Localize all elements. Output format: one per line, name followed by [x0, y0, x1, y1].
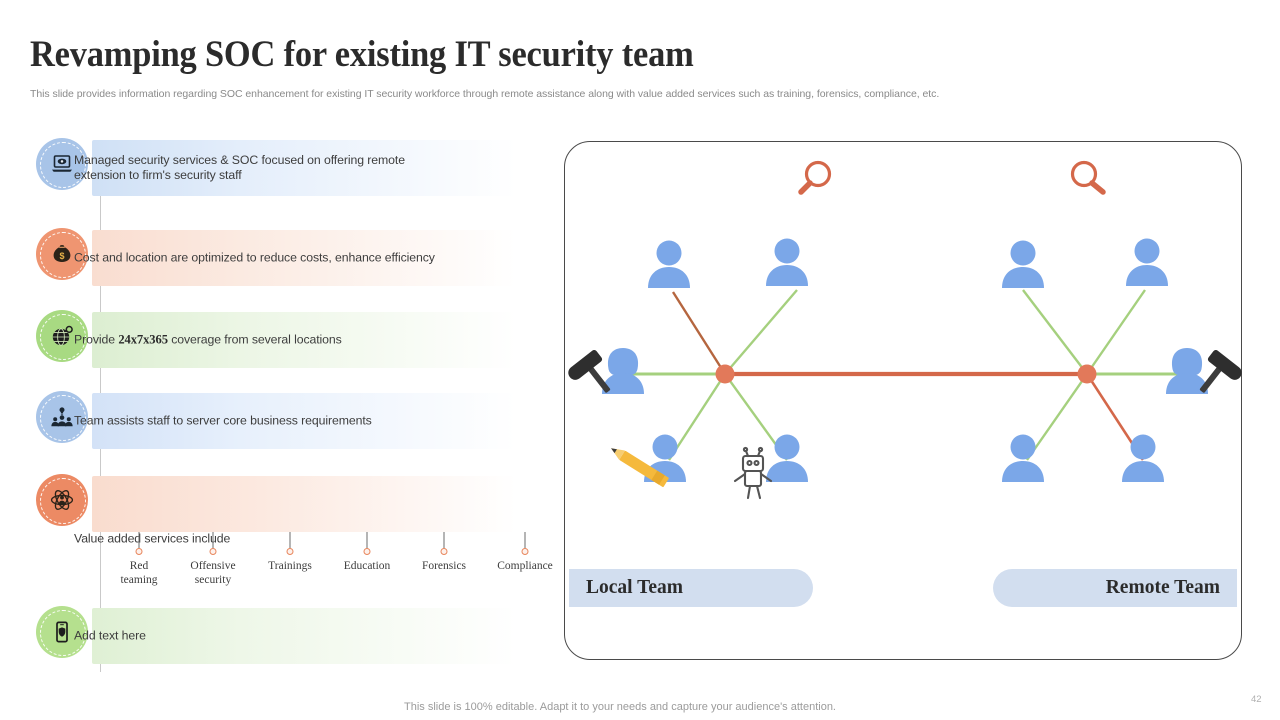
remote-team-label: Remote Team [1105, 577, 1220, 598]
list-item-band [92, 393, 516, 449]
hammer-icon [568, 350, 611, 393]
list-item-text: Value added services include [74, 531, 231, 546]
list-item-band [92, 312, 516, 368]
marker-dot [286, 548, 294, 555]
list-item-text: Cost and location are optimized to reduc… [74, 250, 435, 265]
network-diagram [568, 160, 1242, 500]
service-label: Trainings [268, 560, 312, 572]
magnifier-handle [798, 180, 813, 195]
page-number: 42 [1251, 694, 1262, 705]
marker-stem [138, 532, 140, 549]
team-diagram-panel: Local Team Remote Team [564, 141, 1242, 660]
marker-dot [440, 548, 448, 555]
list-item-text: Managed security services & SOC focused … [74, 153, 405, 182]
magnifier-handle [1089, 180, 1106, 195]
link-green [1026, 373, 1088, 461]
remote-person-bottom-left [1002, 434, 1044, 482]
remote-person-top-right [1070, 160, 1168, 286]
list-item-band [92, 608, 516, 664]
atom-person-icon [36, 474, 88, 526]
footer-note: This slide is 100% editable. Adapt it to… [404, 701, 836, 713]
service-label: Red teaming [120, 560, 158, 586]
local-person-top-right [766, 160, 832, 286]
list-item-text: Team assists staff to server core busine… [74, 413, 372, 428]
local-team-label: Local Team [586, 577, 683, 598]
list-item-text: Add text here [74, 628, 146, 643]
marker-stem [212, 532, 214, 549]
feature-list: Managed security services & SOC focused … [36, 138, 553, 672]
value-added-services-list: Red teaming Offensive security [92, 532, 553, 602]
link-green [1086, 289, 1146, 375]
local-hub-node [715, 364, 735, 384]
local-person-left-hammer [568, 348, 644, 394]
money-bag-icon: $ [36, 228, 88, 280]
team-idea-icon [36, 391, 88, 443]
service-label: Forensics [421, 560, 467, 572]
marker-dot [209, 548, 217, 555]
marker-stem [289, 532, 291, 549]
remote-team-banner: Remote Team [993, 569, 1237, 607]
list-item-band [92, 230, 516, 286]
remote-person-top-left [1002, 240, 1044, 288]
list-item-text: Provide 24x7x365 coverage from several l… [74, 332, 342, 347]
mobile-shield-icon [36, 606, 88, 658]
marker-stem [366, 532, 368, 549]
service-label: Education [343, 560, 391, 572]
local-team-banner: Local Team [569, 569, 813, 607]
marker-dot [135, 548, 143, 555]
page-subtitle: This slide provides information regardin… [30, 88, 940, 100]
globe-icon [36, 310, 88, 362]
remote-person-right-hammer [1166, 348, 1242, 394]
magnifier-icon [1070, 160, 1098, 188]
laptop-eye-icon [36, 138, 88, 190]
remote-person-bottom-right [1122, 434, 1164, 482]
service-label: Offensive security [190, 560, 236, 586]
pencil-icon [611, 448, 669, 488]
local-person-bottom-left [611, 434, 686, 488]
local-person-top-left [648, 240, 690, 288]
page-title: Revamping SOC for existing IT security t… [30, 34, 694, 75]
local-person-bottom-right [733, 434, 808, 500]
link-green [667, 373, 727, 461]
hammer-icon [1199, 350, 1242, 393]
marker-stem [443, 532, 445, 549]
remote-hub-node [1077, 364, 1097, 384]
robot-icon [733, 446, 773, 500]
link-green [724, 289, 798, 375]
list-item-band [92, 476, 516, 532]
marker-dot [521, 548, 529, 555]
magnifier-icon [804, 160, 832, 188]
list-item-band [92, 140, 516, 196]
link-green [1022, 289, 1088, 375]
link-orange [671, 291, 727, 375]
marker-stem [524, 532, 526, 549]
marker-dot [363, 548, 371, 555]
service-label: Compliance [497, 560, 553, 572]
svg-text:$: $ [59, 251, 64, 261]
